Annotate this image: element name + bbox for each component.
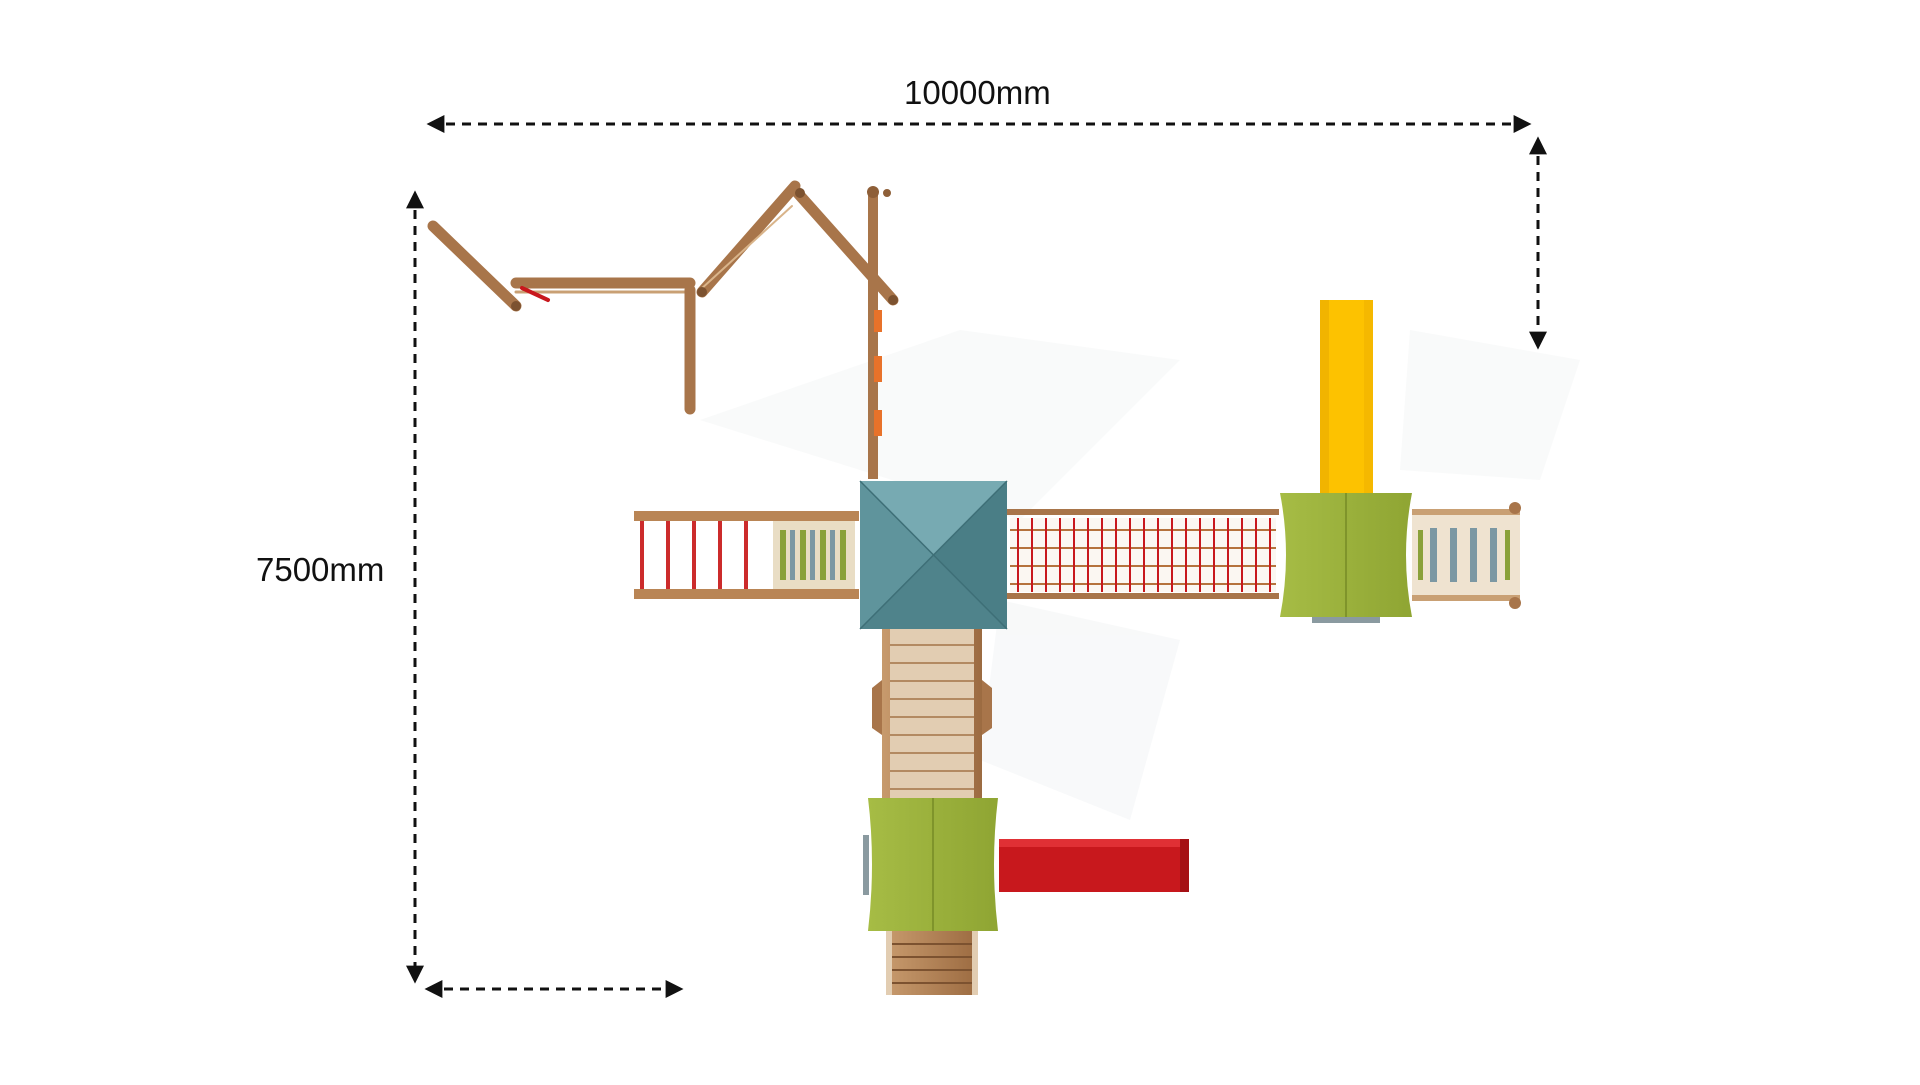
green-roof-tower-bottom [863,798,998,931]
entry-steps [886,931,978,995]
width-dimension-label: 10000mm [904,74,1051,111]
rope-net-bridge [1007,509,1279,599]
ramp-bridge [872,629,992,801]
dimension-lines [406,115,1547,998]
height-dimension-label: 7500mm [256,551,385,588]
yellow-slide [1320,300,1373,495]
red-slide [999,839,1189,892]
swing-frame [427,180,899,415]
right-end-bridge [1412,502,1521,609]
blue-roof-tower [859,480,1008,630]
climbing-pole [867,186,891,479]
ground-shadows [700,330,1580,820]
green-roof-tower-right [1280,493,1412,623]
ladder-bridge [634,511,859,599]
